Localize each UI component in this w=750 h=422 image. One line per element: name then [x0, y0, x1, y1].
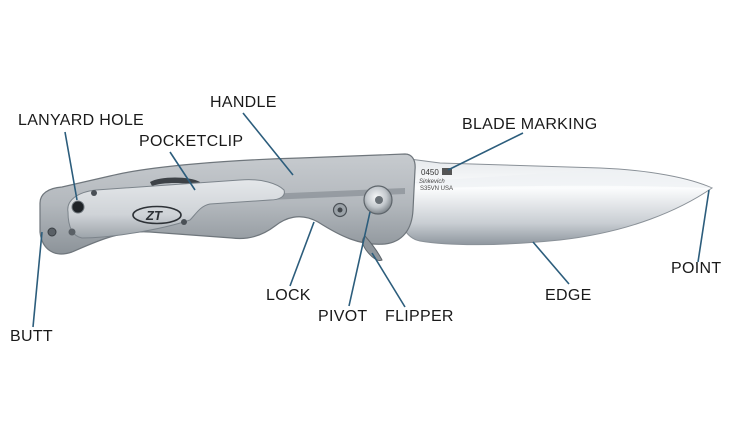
label-lock: LOCK — [266, 287, 311, 304]
leader-edge — [532, 241, 570, 285]
blade-spine-bevel — [410, 170, 712, 188]
leader-pocketclip — [169, 151, 196, 191]
zt-logo-text: ZT — [145, 208, 163, 223]
label-lanyard-hole: LANYARD HOLE — [18, 112, 145, 129]
label-butt: BUTT — [10, 328, 53, 345]
pocketclip — [67, 179, 285, 239]
label-flipper: FLIPPER — [385, 308, 454, 325]
leader-blade-marking — [447, 132, 524, 171]
blade-marking-line1: 0450 — [421, 168, 439, 177]
label-point: POINT — [671, 260, 722, 277]
handle-screw-butt-2 — [68, 228, 76, 236]
lanyard-hole — [71, 200, 85, 214]
label-blade-marking: BLADE MARKING — [462, 116, 598, 133]
pivot-center — [375, 196, 383, 204]
handle-screw-top — [91, 190, 97, 196]
leader-lanyard-hole — [64, 131, 78, 201]
label-pivot: PIVOT — [318, 308, 368, 325]
leader-flipper — [371, 252, 406, 308]
leader-lock — [289, 221, 315, 287]
zt-logo: ZT — [132, 205, 182, 225]
label-edge: EDGE — [545, 287, 592, 304]
blade-marking-line3: S35VN USA — [420, 186, 453, 192]
leader-point — [697, 189, 710, 263]
label-handle: HANDLE — [210, 94, 277, 111]
leader-pivot — [348, 211, 371, 307]
leader-butt — [32, 231, 43, 328]
handle-screw-butt — [47, 227, 57, 237]
leader-lines — [32, 112, 710, 328]
blade-logo-stamp — [442, 168, 452, 175]
blade-marking-line2: Sinkevich — [419, 179, 445, 185]
handle-screw-front — [181, 219, 187, 225]
lock-screw-center — [337, 207, 343, 213]
label-pocketclip: POCKETCLIP — [139, 133, 244, 150]
leader-handle — [242, 112, 294, 176]
